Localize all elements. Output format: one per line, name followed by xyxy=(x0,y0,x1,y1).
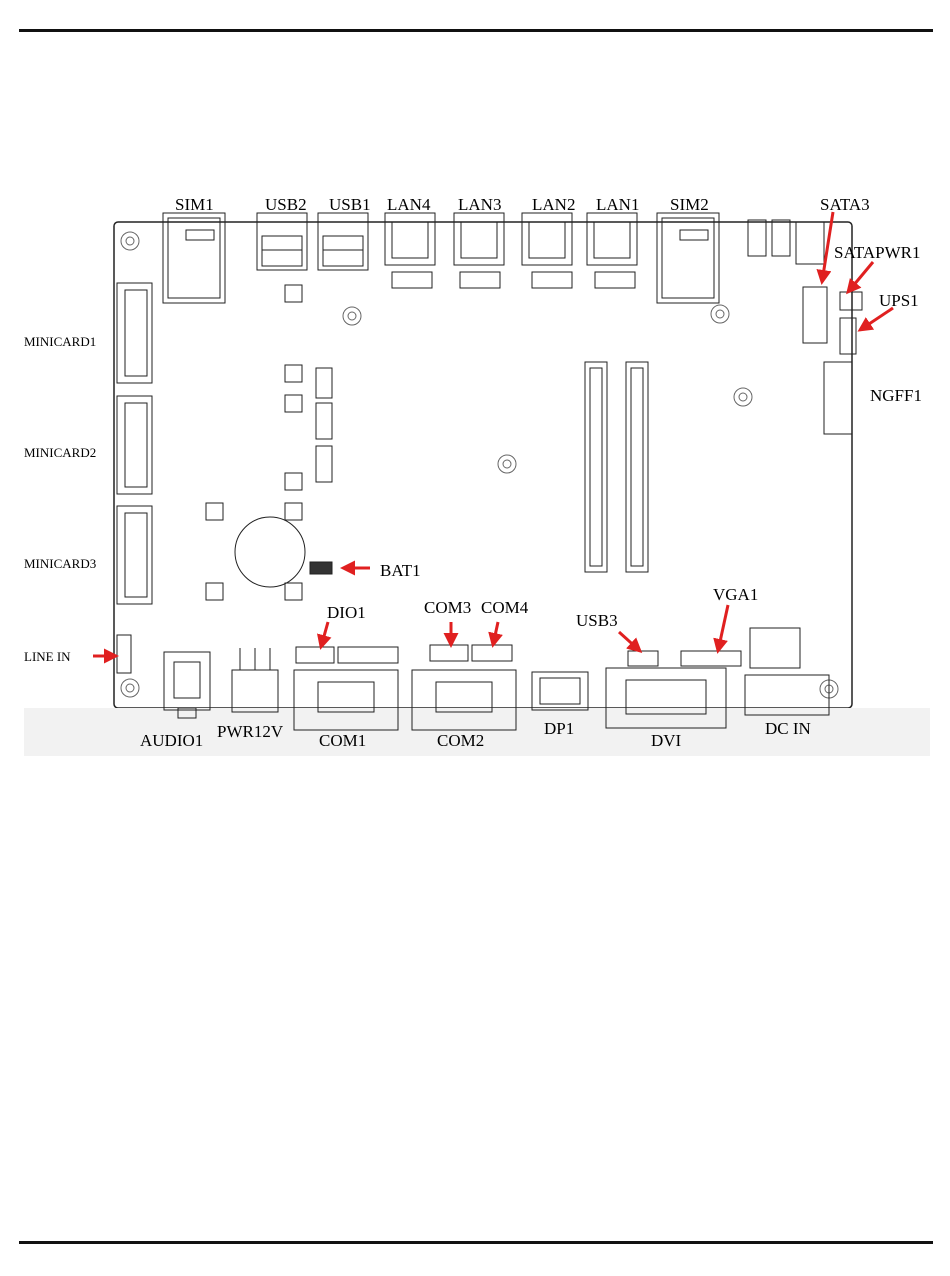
label-dp1: DP1 xyxy=(544,719,574,738)
label-com3: COM3 xyxy=(424,598,471,617)
label-line-in: LINE IN xyxy=(24,649,71,664)
label-sim2: SIM2 xyxy=(670,195,709,214)
label-dio1: DIO1 xyxy=(327,603,366,622)
label-usb3: USB3 xyxy=(576,611,618,630)
label-dc-in: DC IN xyxy=(765,719,811,738)
label-lan3: LAN3 xyxy=(458,195,501,214)
label-sim1: SIM1 xyxy=(175,195,214,214)
label-usb1: USB1 xyxy=(329,195,371,214)
label-com1: COM1 xyxy=(319,731,366,750)
label-minicard2: MINICARD2 xyxy=(24,445,96,460)
label-dvi: DVI xyxy=(651,731,682,750)
label-bat1: BAT1 xyxy=(380,561,421,580)
label-audio1: AUDIO1 xyxy=(140,731,203,750)
label-satapwr1: SATAPWR1 xyxy=(834,243,921,262)
label-lan1: LAN1 xyxy=(596,195,639,214)
label-sata3: SATA3 xyxy=(820,195,870,214)
label-com4: COM4 xyxy=(481,598,529,617)
label-ups1: UPS1 xyxy=(879,291,919,310)
label-minicard3: MINICARD3 xyxy=(24,556,96,571)
label-pwr12v: PWR12V xyxy=(217,722,284,741)
label-vga1: VGA1 xyxy=(713,585,758,604)
label-com2: COM2 xyxy=(437,731,484,750)
label-lan4: LAN4 xyxy=(387,195,431,214)
label-usb2: USB2 xyxy=(265,195,307,214)
label-lan2: LAN2 xyxy=(532,195,575,214)
label-minicard1: MINICARD1 xyxy=(24,334,96,349)
label-ngff1: NGFF1 xyxy=(870,386,922,405)
